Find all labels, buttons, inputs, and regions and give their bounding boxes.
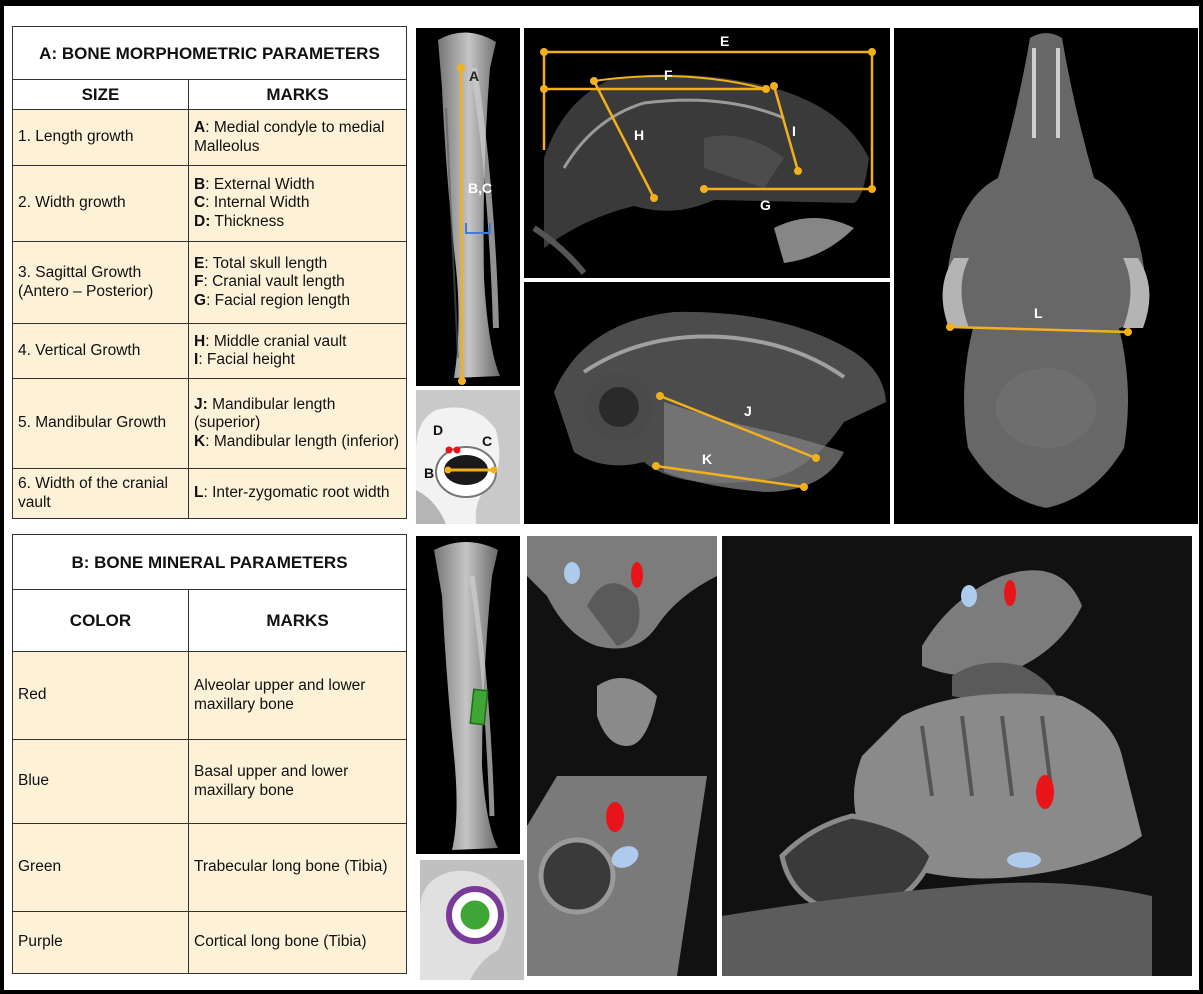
size-cell: 2. Width growth	[13, 166, 189, 242]
size-cell: 3. Sagittal Growth (Antero – Posterior)	[13, 242, 189, 324]
marks-cell: Cortical long bone (Tibia)	[189, 912, 407, 974]
tibia-cross-section-image: D C B	[416, 390, 520, 524]
table-row: Green Trabecular long bone (Tibia)	[13, 824, 407, 912]
label-i: I	[792, 123, 796, 139]
size-cell: 1. Length growth	[13, 110, 189, 166]
label-c: C	[482, 433, 492, 449]
marks-header: MARKS	[189, 590, 407, 652]
label-a: A	[469, 68, 479, 84]
morphometric-table: A: BONE MORPHOMETRIC PARAMETERS SIZE MAR…	[12, 26, 407, 519]
label-j: J	[744, 403, 752, 419]
table-row: 4. Vertical Growth H: Middle cranial vau…	[13, 324, 407, 379]
tibia-cortical-image	[420, 860, 524, 980]
table-row: Purple Cortical long bone (Tibia)	[13, 912, 407, 974]
color-cell: Green	[13, 824, 189, 912]
table-row: 5. Mandibular Growth J: Mandibular lengt…	[13, 379, 407, 469]
maxillary-wide-image	[722, 536, 1192, 976]
size-header: SIZE	[13, 80, 189, 110]
marks-cell: H: Middle cranial vaultI: Facial height	[189, 324, 407, 379]
marks-cell: B: External WidthC: Internal WidthD: Thi…	[189, 166, 407, 242]
morphometric-title: A: BONE MORPHOMETRIC PARAMETERS	[13, 27, 407, 80]
table-row: 6. Width of the cranial vault L: Inter-z…	[13, 469, 407, 519]
maxillary-narrow-image	[527, 536, 717, 976]
marks-header: MARKS	[189, 80, 407, 110]
table-row: Blue Basal upper and lower maxillary bon…	[13, 740, 407, 824]
tibia-length-image: A B,C	[416, 28, 520, 386]
label-l: L	[1034, 305, 1043, 321]
label-k: K	[702, 451, 712, 467]
color-cell: Purple	[13, 912, 189, 974]
color-cell: Blue	[13, 740, 189, 824]
table-row: 1. Length growth A: Medial condyle to me…	[13, 110, 407, 166]
label-h: H	[634, 127, 644, 143]
label-bc: B,C	[468, 180, 492, 196]
color-cell: Red	[13, 652, 189, 740]
mineral-table: B: BONE MINERAL PARAMETERS COLOR MARKS R…	[12, 534, 407, 974]
marks-cell: A: Medial condyle to medial Malleolus	[189, 110, 407, 166]
size-cell: 4. Vertical Growth	[13, 324, 189, 379]
table-row: Red Alveolar upper and lower maxillary b…	[13, 652, 407, 740]
mineral-title: B: BONE MINERAL PARAMETERS	[13, 535, 407, 590]
size-cell: 5. Mandibular Growth	[13, 379, 189, 469]
color-header: COLOR	[13, 590, 189, 652]
skull-ventral-image: L	[894, 28, 1198, 524]
marks-cell: J: Mandibular length (superior)K: Mandib…	[189, 379, 407, 469]
label-g: G	[760, 197, 771, 213]
tibia-trabecular-image	[416, 536, 520, 854]
skull-lateral-image: E F H I G	[524, 28, 890, 278]
label-e: E	[720, 33, 729, 49]
label-f: F	[664, 67, 673, 83]
label-b: B	[424, 465, 434, 481]
table-row: 3. Sagittal Growth (Antero – Posterior) …	[13, 242, 407, 324]
marks-cell: Alveolar upper and lower maxillary bone	[189, 652, 407, 740]
marks-cell: Basal upper and lower maxillary bone	[189, 740, 407, 824]
marks-cell: E: Total skull lengthF: Cranial vault le…	[189, 242, 407, 324]
marks-cell: Trabecular long bone (Tibia)	[189, 824, 407, 912]
label-d: D	[433, 422, 443, 438]
marks-cell: L: Inter-zygomatic root width	[189, 469, 407, 519]
size-cell: 6. Width of the cranial vault	[13, 469, 189, 519]
table-row: 2. Width growth B: External WidthC: Inte…	[13, 166, 407, 242]
skull-mandible-image: J K	[524, 282, 890, 524]
